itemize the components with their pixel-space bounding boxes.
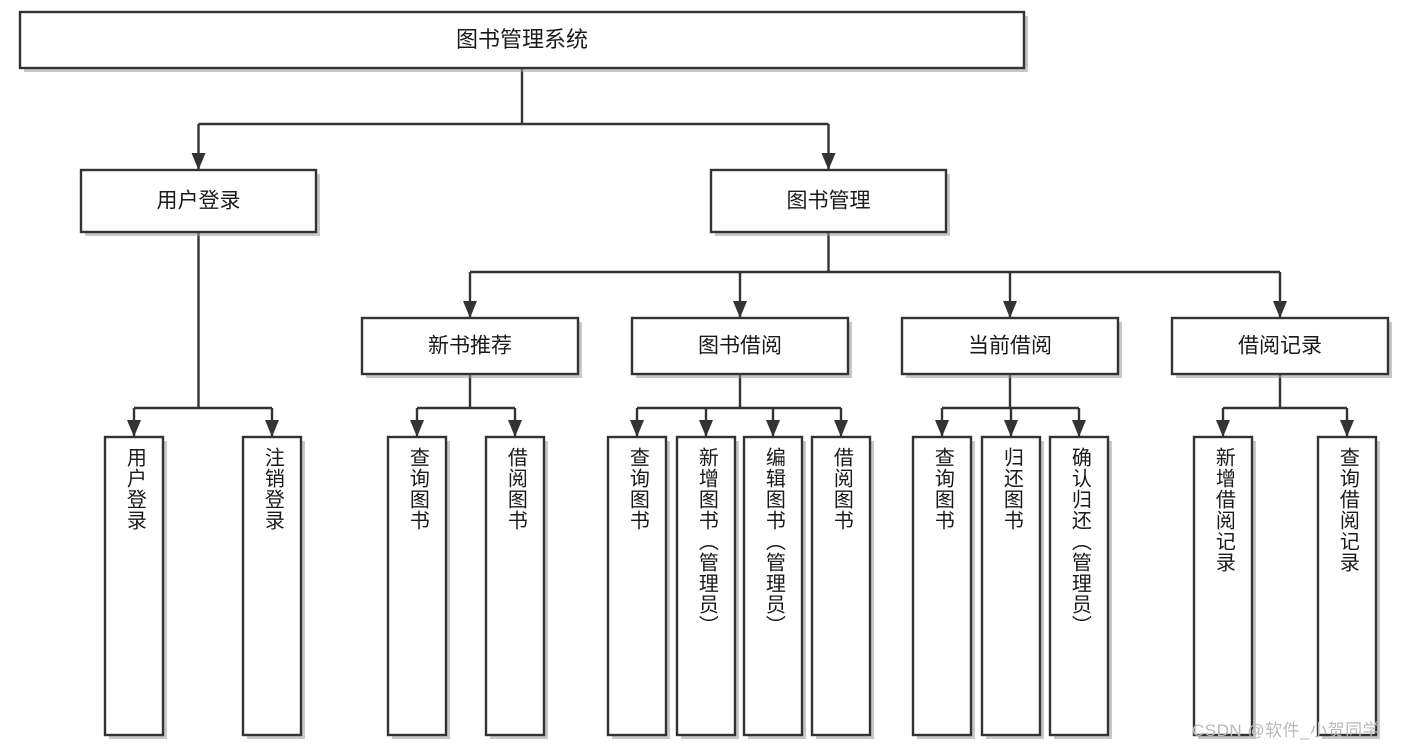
arrow-head-icon — [1072, 420, 1086, 437]
arrow-head-icon — [733, 301, 747, 318]
arrow-head-icon — [508, 420, 522, 437]
node-leaf-query-book-new[interactable] — [386, 435, 448, 737]
node-user-login-label: 用户登录 — [157, 190, 241, 213]
node-borrow-record-label: 借阅记录 — [1238, 335, 1322, 358]
node-leaf-return-book[interactable] — [980, 435, 1042, 737]
arrow-head-icon — [1003, 301, 1017, 318]
node-book-manage[interactable] — [709, 168, 948, 234]
arrow-head-icon — [410, 420, 424, 437]
node-leaf-borrow-book-new[interactable] — [484, 435, 546, 737]
node-user-login[interactable] — [79, 168, 318, 234]
arrow-head-icon — [1004, 420, 1018, 437]
node-book-manage-label: 图书管理 — [787, 190, 871, 213]
arrow-head-icon — [1340, 420, 1354, 437]
arrow-head-icon — [1273, 301, 1287, 318]
arrow-head-icon — [935, 420, 949, 437]
arrow-head-icon — [699, 420, 713, 437]
connectors-layer — [127, 68, 1354, 437]
node-new-book-recommend-label: 新书推荐 — [428, 335, 512, 358]
node-current-borrow[interactable] — [900, 316, 1120, 376]
node-leaf-query-book-borrow[interactable] — [606, 435, 668, 737]
node-borrow-record[interactable] — [1170, 316, 1390, 376]
arrow-head-icon — [1216, 420, 1230, 437]
node-root-label: 图书管理系统 — [456, 27, 588, 52]
node-leaf-borrow-book[interactable] — [810, 435, 872, 737]
node-leaf-edit-book-admin[interactable] — [742, 435, 804, 737]
node-leaf-add-borrow-record[interactable] — [1192, 435, 1254, 737]
arrow-head-icon — [265, 420, 279, 437]
node-book-borrow-label: 图书借阅 — [698, 335, 782, 358]
node-current-borrow-label: 当前借阅 — [968, 335, 1052, 358]
node-leaf-user-logout[interactable] — [241, 435, 303, 737]
node-leaf-add-book-admin[interactable] — [675, 435, 737, 737]
node-leaf-user-login[interactable] — [103, 435, 165, 737]
arrow-head-icon — [463, 301, 477, 318]
boxes-layer — [18, 10, 1392, 739]
node-book-borrow[interactable] — [630, 316, 850, 376]
node-new-book-recommend[interactable] — [360, 316, 580, 376]
arrow-head-icon — [191, 153, 206, 170]
node-leaf-confirm-return-admin[interactable] — [1048, 435, 1110, 737]
arrow-head-icon — [766, 420, 780, 437]
arrow-head-icon — [630, 420, 644, 437]
arrow-head-icon — [821, 153, 836, 170]
node-root-book-management-system — [18, 10, 1026, 70]
node-leaf-query-borrow-record[interactable] — [1316, 435, 1378, 737]
node-leaf-query-book-current[interactable] — [911, 435, 973, 737]
arrow-head-icon — [127, 420, 141, 437]
csdn-watermark: CSDN @软件_小贺同学 — [1192, 721, 1381, 740]
arrow-head-icon — [834, 420, 848, 437]
